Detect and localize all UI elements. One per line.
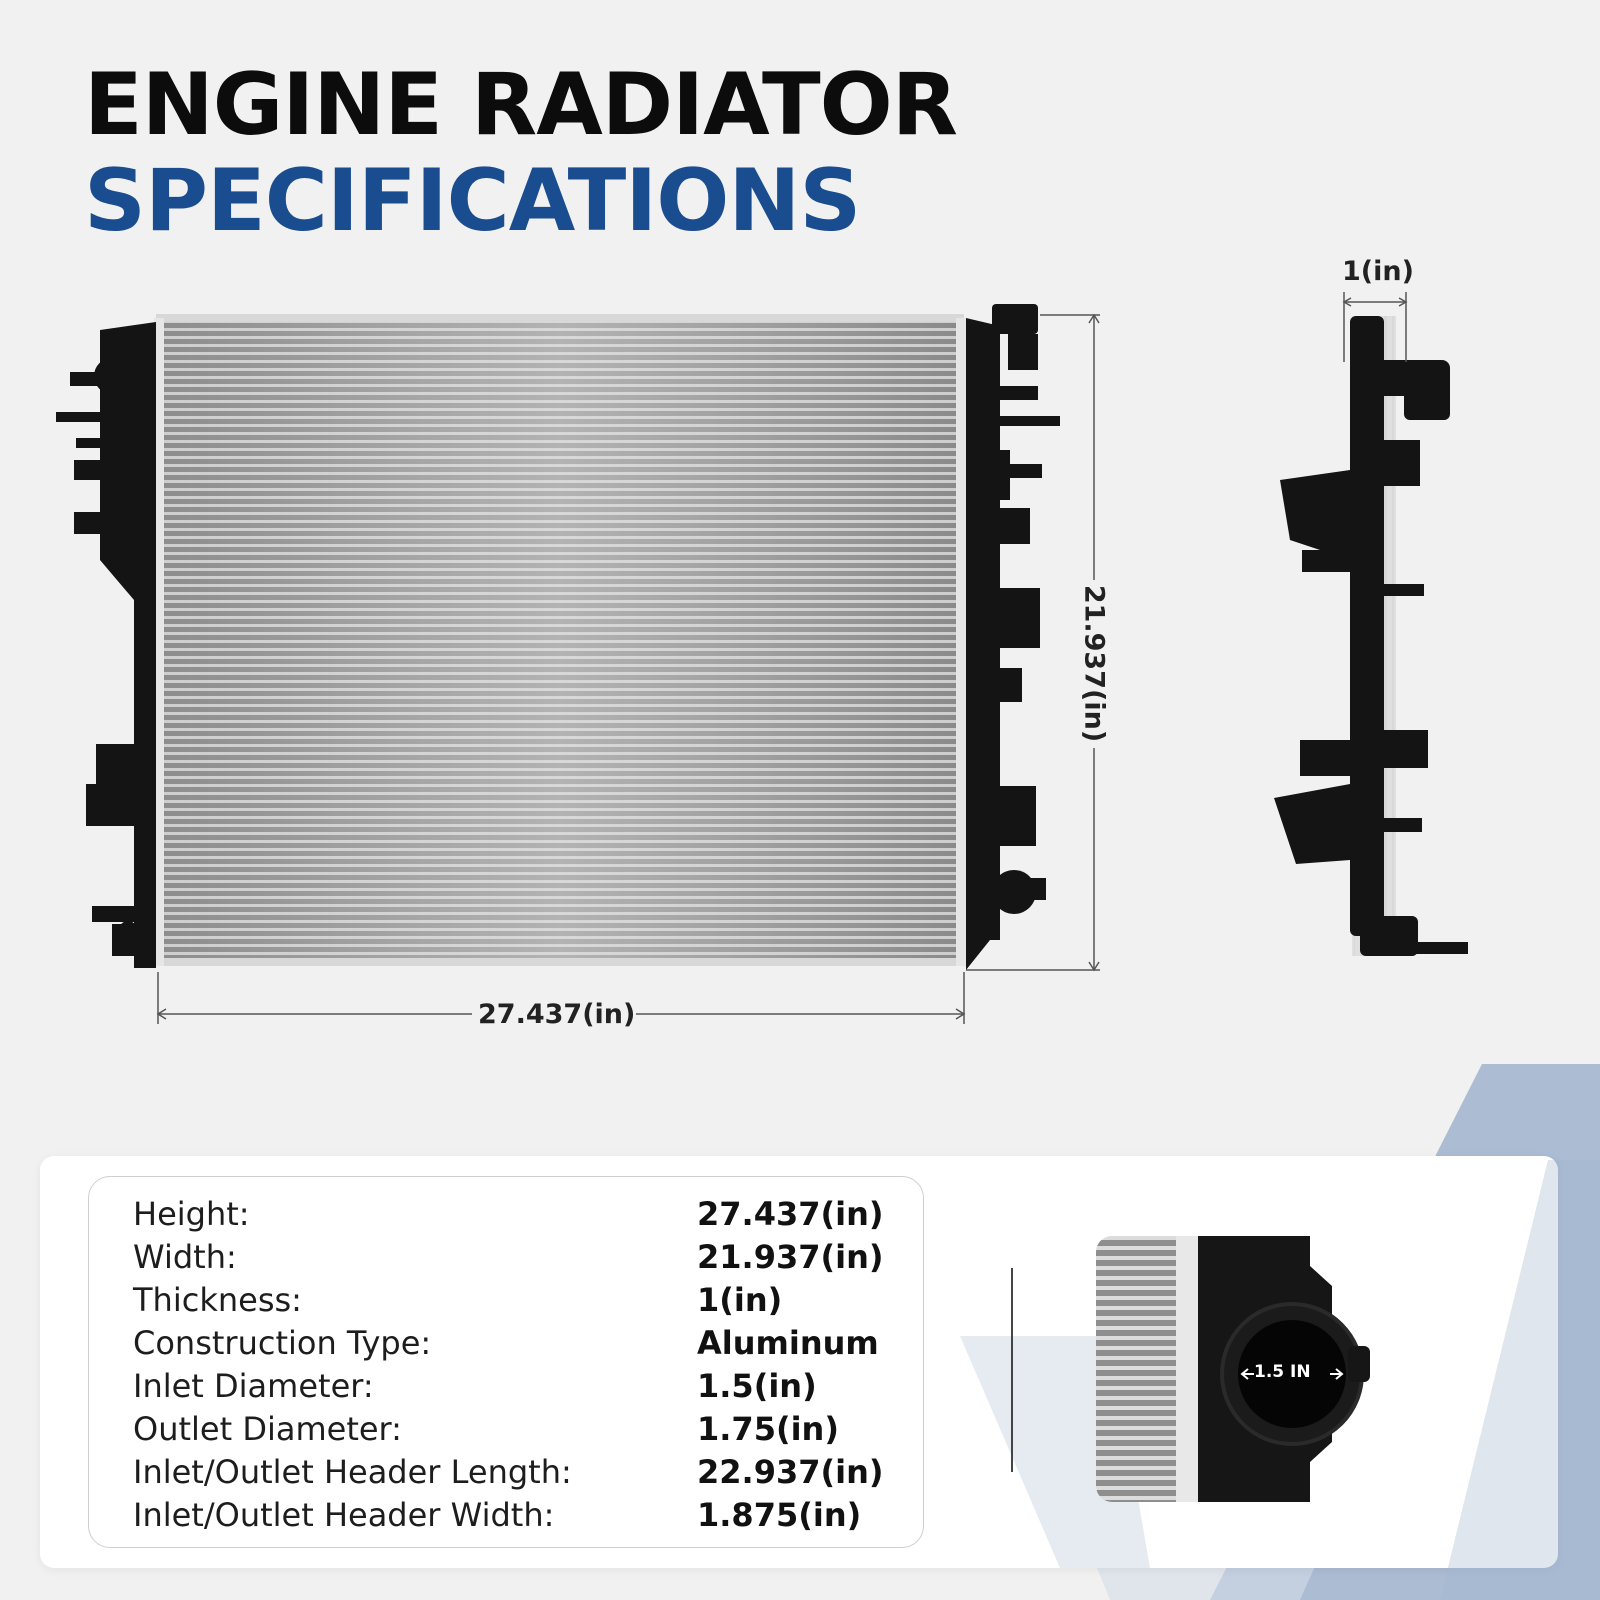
right-tank (966, 304, 1060, 970)
spec-value: 1(in) (697, 1281, 783, 1319)
spec-row-outlet-diameter: Outlet Diameter: 1.75(in) (89, 1410, 923, 1453)
spec-row-construction-type: Construction Type: Aluminum (89, 1324, 923, 1367)
spec-row-header-length: Inlet/Outlet Header Length: 22.937(in) (89, 1453, 923, 1496)
spec-label: Thickness: (133, 1281, 302, 1319)
width-dimension-line (156, 972, 966, 1024)
width-dimension-label: 27.437(in) (478, 999, 636, 1030)
height-dimension-label: 21.937(in) (1078, 584, 1110, 743)
spec-row-header-width: Inlet/Outlet Header Width: 1.875(in) (89, 1496, 923, 1539)
spec-label: Inlet Diameter: (133, 1367, 374, 1405)
inlet-closeup-graphic (1096, 1236, 1464, 1502)
spec-label: Height: (133, 1195, 250, 1233)
thickness-dimension-label: 1(in) (1342, 256, 1414, 287)
spec-value: 1.875(in) (697, 1496, 862, 1534)
spec-row-thickness: Thickness: 1(in) (89, 1281, 923, 1324)
inlet-detail-image: 1.5 IN (1096, 1236, 1464, 1502)
spec-label: Width: (133, 1238, 237, 1276)
inlet-diameter-callout: 1.5 IN (1254, 1362, 1311, 1382)
radiator-core (154, 314, 966, 966)
spec-value: 21.937(in) (697, 1238, 884, 1276)
radiator-front-view (56, 292, 1468, 1024)
spec-row-width: Width: 21.937(in) (89, 1238, 923, 1281)
spec-value: 1.5(in) (697, 1367, 817, 1405)
spec-label: Inlet/Outlet Header Width: (133, 1496, 555, 1534)
spec-table: Height: 27.437(in) Width: 21.937(in) Thi… (88, 1176, 924, 1548)
left-tank (56, 322, 156, 968)
card-divider (1011, 1268, 1013, 1472)
thickness-dimension-line (1342, 292, 1408, 362)
height-dimension-line (966, 313, 1100, 972)
spec-label: Construction Type: (133, 1324, 432, 1362)
spec-value: 1.75(in) (697, 1410, 839, 1448)
spec-row-height: Height: 27.437(in) (89, 1195, 923, 1238)
spec-row-inlet-diameter: Inlet Diameter: 1.5(in) (89, 1367, 923, 1410)
spec-value: 22.937(in) (697, 1453, 884, 1491)
radiator-side-view (1274, 316, 1468, 956)
spec-label: Inlet/Outlet Header Length: (133, 1453, 572, 1491)
spec-value: Aluminum (697, 1324, 879, 1362)
page-title-line-2: SPECIFICATIONS (84, 151, 861, 251)
page-title-line-1: ENGINE RADIATOR (84, 55, 958, 155)
spec-value: 27.437(in) (697, 1195, 884, 1233)
spec-label: Outlet Diameter: (133, 1410, 402, 1448)
